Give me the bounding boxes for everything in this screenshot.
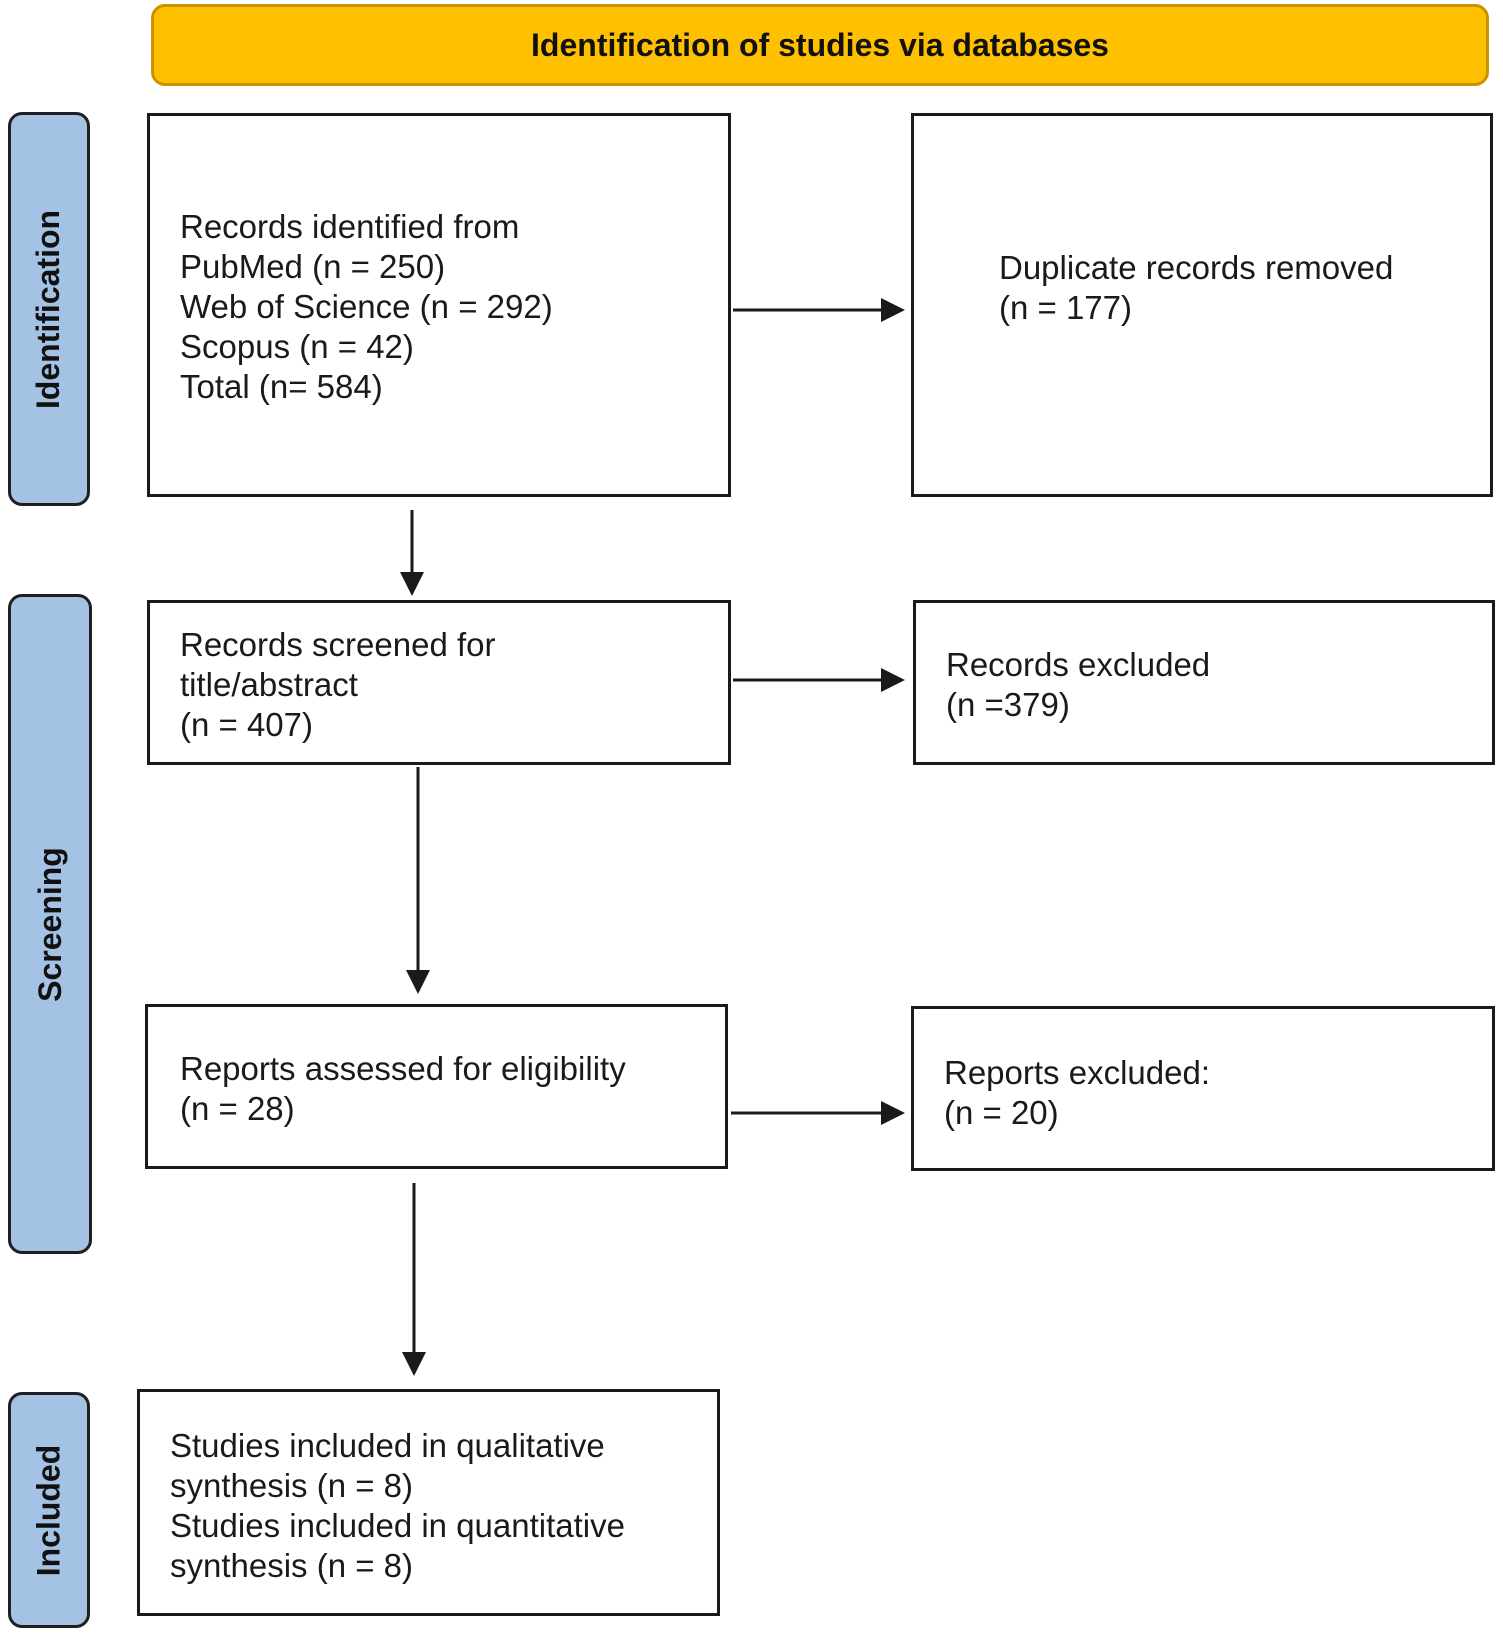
phase-screening-label: Screening [31, 846, 68, 1002]
arrowhead-records-excluded [881, 668, 905, 692]
studies-included-line-4: synthesis (n = 8) [170, 1547, 414, 1584]
phase-screening: Screening [8, 594, 92, 1254]
reports-excluded-line-2: (n = 20) [944, 1094, 1059, 1131]
header-banner: Identification of studies via databases [151, 4, 1489, 86]
studies-included-line-1: Studies included in qualitative [170, 1427, 605, 1464]
records-screened-line-2: title/abstract [180, 666, 358, 703]
records-identified-line-1: Records identified from [180, 208, 520, 245]
studies-included-line-3: Studies included in quantitative [170, 1507, 625, 1544]
header-title: Identification of studies via databases [531, 26, 1109, 63]
duplicates-removed-box: Duplicate records removed (n = 177) [911, 113, 1493, 497]
arrowhead-reports-excluded [881, 1101, 905, 1125]
records-identified-line-2: PubMed (n = 250) [180, 248, 446, 285]
phase-included-label: Included [30, 1444, 67, 1576]
reports-excluded-box: Reports excluded: (n = 20) [911, 1006, 1495, 1171]
phase-identification-label: Identification [30, 209, 67, 409]
reports-excluded-line-1: Reports excluded: [944, 1054, 1210, 1091]
records-excluded-box: Records excluded (n =379) [913, 600, 1495, 765]
arrowhead-duplicates [881, 298, 905, 322]
records-identified-line-3: Web of Science (n = 292) [180, 288, 553, 325]
reports-assessed-box: Reports assessed for eligibility (n = 28… [145, 1004, 728, 1169]
studies-included-line-2: synthesis (n = 8) [170, 1467, 414, 1504]
phase-identification: Identification [8, 112, 90, 506]
records-excluded-line-1: Records excluded [946, 646, 1211, 683]
studies-included-box: Studies included in qualitative synthesi… [137, 1389, 720, 1616]
duplicates-removed-line-1: Duplicate records removed [999, 249, 1394, 286]
arrowhead-included [402, 1352, 426, 1376]
reports-assessed-line-2: (n = 28) [180, 1090, 295, 1127]
duplicates-removed-line-2: (n = 177) [999, 289, 1132, 326]
records-identified-line-5: Total (n= 584) [180, 368, 383, 405]
phase-included: Included [8, 1392, 90, 1628]
arrowhead-assessed [406, 970, 430, 994]
records-screened-box: Records screened for title/abstract (n =… [147, 600, 731, 765]
records-identified-box: Records identified from PubMed (n = 250)… [147, 113, 731, 497]
records-excluded-line-2: (n =379) [946, 686, 1070, 723]
reports-assessed-line-1: Reports assessed for eligibility [180, 1050, 626, 1087]
records-screened-line-3: (n = 407) [180, 706, 313, 743]
records-screened-line-1: Records screened for [180, 626, 496, 663]
records-identified-line-4: Scopus (n = 42) [180, 328, 414, 365]
arrowhead-screened [400, 572, 424, 596]
